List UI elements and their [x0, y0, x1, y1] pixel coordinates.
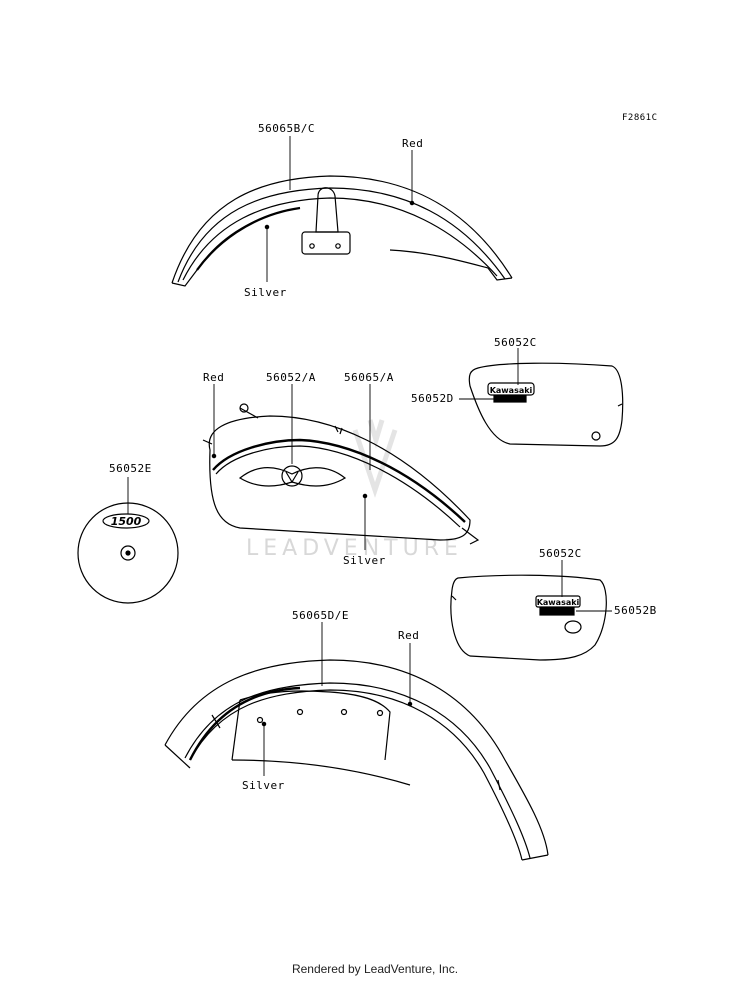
watermark-text: LEADVENTURE	[246, 536, 463, 561]
callout-right-cover-upper: 56052C	[539, 547, 582, 560]
leader-lines	[127, 136, 612, 776]
callout-front-fender-stripe: 56065B/C	[258, 122, 315, 135]
right-kawasaki-logo: Kawasaki	[537, 598, 580, 607]
callout-right-cover-lower: 56052B	[614, 604, 657, 617]
callout-rear-fender-silver: Silver	[242, 779, 285, 792]
callout-round-badge: 56052E	[109, 462, 152, 475]
footer-credit: Rendered by LeadVenture, Inc.	[291, 962, 459, 976]
callout-tank-emblem: 56052/A	[266, 371, 316, 384]
callout-rear-fender-stripe: 56065D/E	[292, 609, 349, 622]
rear-fender	[164, 659, 549, 861]
callout-tank-red: Red	[203, 371, 225, 384]
callout-front-fender-red: Red	[402, 137, 424, 150]
callout-tank-stripe: 56065/A	[344, 371, 394, 384]
watermark-logo	[352, 419, 398, 498]
front-fender	[171, 175, 513, 287]
right-side-cover	[450, 574, 607, 661]
fuel-tank	[202, 403, 480, 545]
callout-tank-silver: Silver	[343, 554, 386, 567]
callout-left-cover-lower: 56052D	[411, 392, 454, 405]
figure-code: F2861C	[622, 113, 658, 123]
left-kawasaki-logo: Kawasaki	[490, 386, 533, 395]
callout-left-cover-upper: 56052C	[494, 336, 537, 349]
left-side-cover	[468, 362, 624, 447]
badge-1500-text: 1500	[111, 515, 142, 528]
callout-rear-fender-red: Red	[398, 629, 420, 642]
callout-front-fender-silver: Silver	[244, 286, 287, 299]
